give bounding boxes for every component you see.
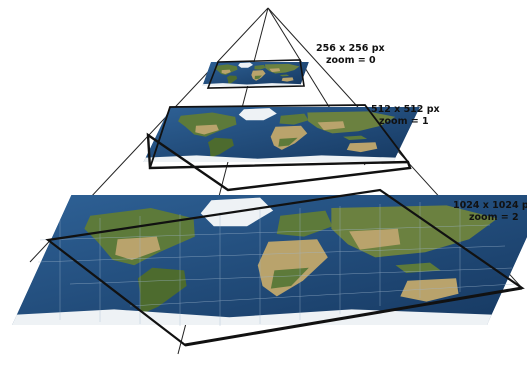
- tile-level-1: [143, 104, 420, 192]
- tile-lower-frame-level-1: [146, 132, 412, 192]
- zoom-label-level-2: zoom = 2: [469, 212, 519, 223]
- zoom-label-level-1: zoom = 1: [379, 116, 429, 127]
- size-label-level-0: 256 x 256 px: [316, 43, 385, 54]
- tile-frame-level-0: [206, 59, 305, 89]
- zoom-label-level-0: zoom = 0: [326, 55, 376, 66]
- size-label-level-1: 512 x 512 px: [371, 104, 440, 115]
- tile-level-0: [202, 59, 309, 89]
- tile-level-2: [12, 188, 527, 347]
- world-map-tile-level-0-icon: [202, 62, 309, 86]
- size-label-level-2: 1024 x 1024 p: [453, 200, 527, 211]
- tile-lower-frame-level-2: [184, 286, 523, 347]
- level-labels: 256 x 256 px zoom = 0 512 x 512 px zoom …: [316, 43, 527, 223]
